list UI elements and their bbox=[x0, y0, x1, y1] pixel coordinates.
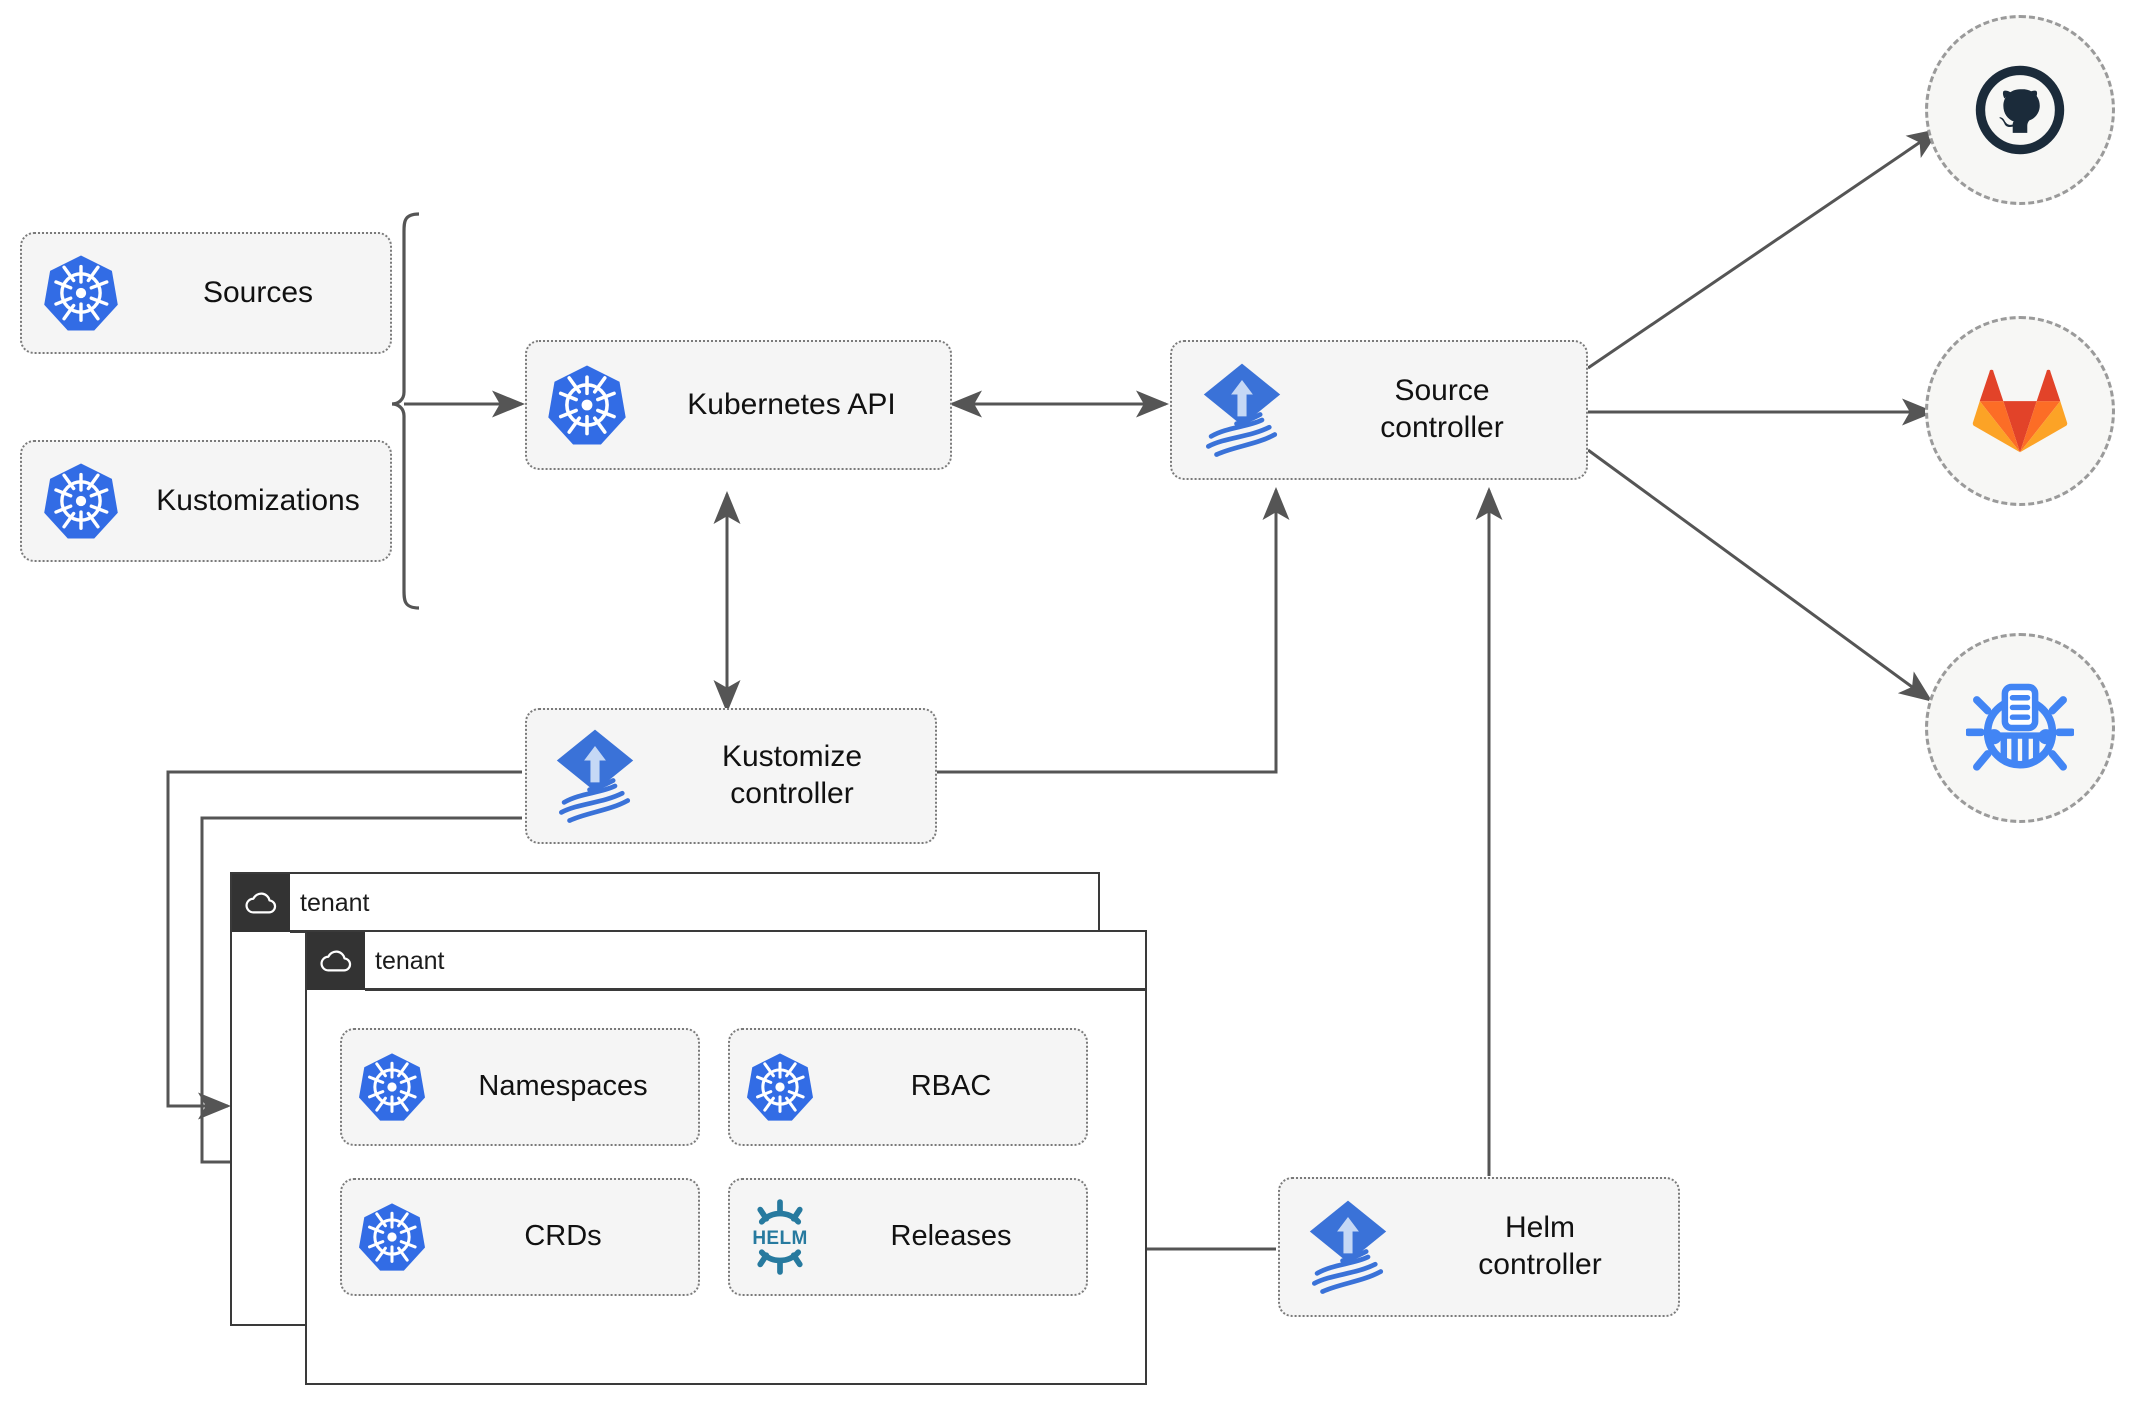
kubernetes-icon bbox=[22, 254, 140, 332]
kubernetes-icon bbox=[527, 364, 647, 446]
tenant-header-rule bbox=[365, 988, 1145, 991]
provider-github[interactable] bbox=[1925, 15, 2115, 205]
node-source-controller[interactable]: Source controller bbox=[1170, 340, 1588, 480]
kubernetes-icon bbox=[730, 1052, 830, 1122]
github-icon bbox=[1975, 65, 2065, 155]
node-helm-controller[interactable]: Helm controller bbox=[1278, 1177, 1680, 1317]
node-namespaces[interactable]: Namespaces bbox=[340, 1028, 700, 1146]
node-label: Namespaces bbox=[478, 1070, 648, 1103]
node-label: Kustomize controller bbox=[721, 740, 863, 810]
flux-icon bbox=[527, 726, 663, 826]
tenant-label: tenant bbox=[375, 946, 445, 975]
flux-icon bbox=[1280, 1197, 1416, 1297]
provider-gitlab[interactable] bbox=[1925, 316, 2115, 506]
node-rbac[interactable]: RBAC bbox=[728, 1028, 1088, 1146]
node-kustomize-controller[interactable]: Kustomize controller bbox=[525, 708, 937, 844]
cloud-icon bbox=[232, 874, 290, 932]
node-crds[interactable]: CRDs bbox=[340, 1178, 700, 1296]
cloud-icon bbox=[307, 932, 365, 990]
gitlab-icon bbox=[1972, 369, 2068, 453]
node-label: Releases bbox=[890, 1220, 1012, 1253]
tenant-label: tenant bbox=[300, 888, 370, 917]
node-kustomizations[interactable]: Kustomizations bbox=[20, 440, 392, 562]
node-label: Helm controller bbox=[1478, 1211, 1602, 1281]
kubernetes-icon bbox=[342, 1202, 442, 1272]
svg-text:HELM: HELM bbox=[752, 1228, 807, 1249]
kubernetes-icon bbox=[342, 1052, 442, 1122]
node-label: CRDs bbox=[524, 1220, 602, 1253]
node-label: RBAC bbox=[910, 1070, 992, 1103]
node-releases[interactable]: HELM Releases bbox=[728, 1178, 1088, 1296]
helm-icon: HELM bbox=[730, 1199, 830, 1275]
node-sources[interactable]: Sources bbox=[20, 232, 392, 354]
tenant-front[interactable]: tenant bbox=[305, 930, 1147, 1385]
helm-repository-icon bbox=[1966, 683, 2074, 771]
node-kubernetes-api[interactable]: Kubernetes API bbox=[525, 340, 952, 470]
node-label: Sources bbox=[202, 275, 314, 309]
provider-helm-repository[interactable] bbox=[1925, 633, 2115, 823]
flux-icon bbox=[1172, 360, 1312, 460]
node-label: Kubernetes API bbox=[687, 387, 896, 421]
kubernetes-icon bbox=[22, 462, 140, 540]
node-label: Kustomizations bbox=[156, 483, 360, 517]
node-label: Source controller bbox=[1380, 374, 1504, 444]
